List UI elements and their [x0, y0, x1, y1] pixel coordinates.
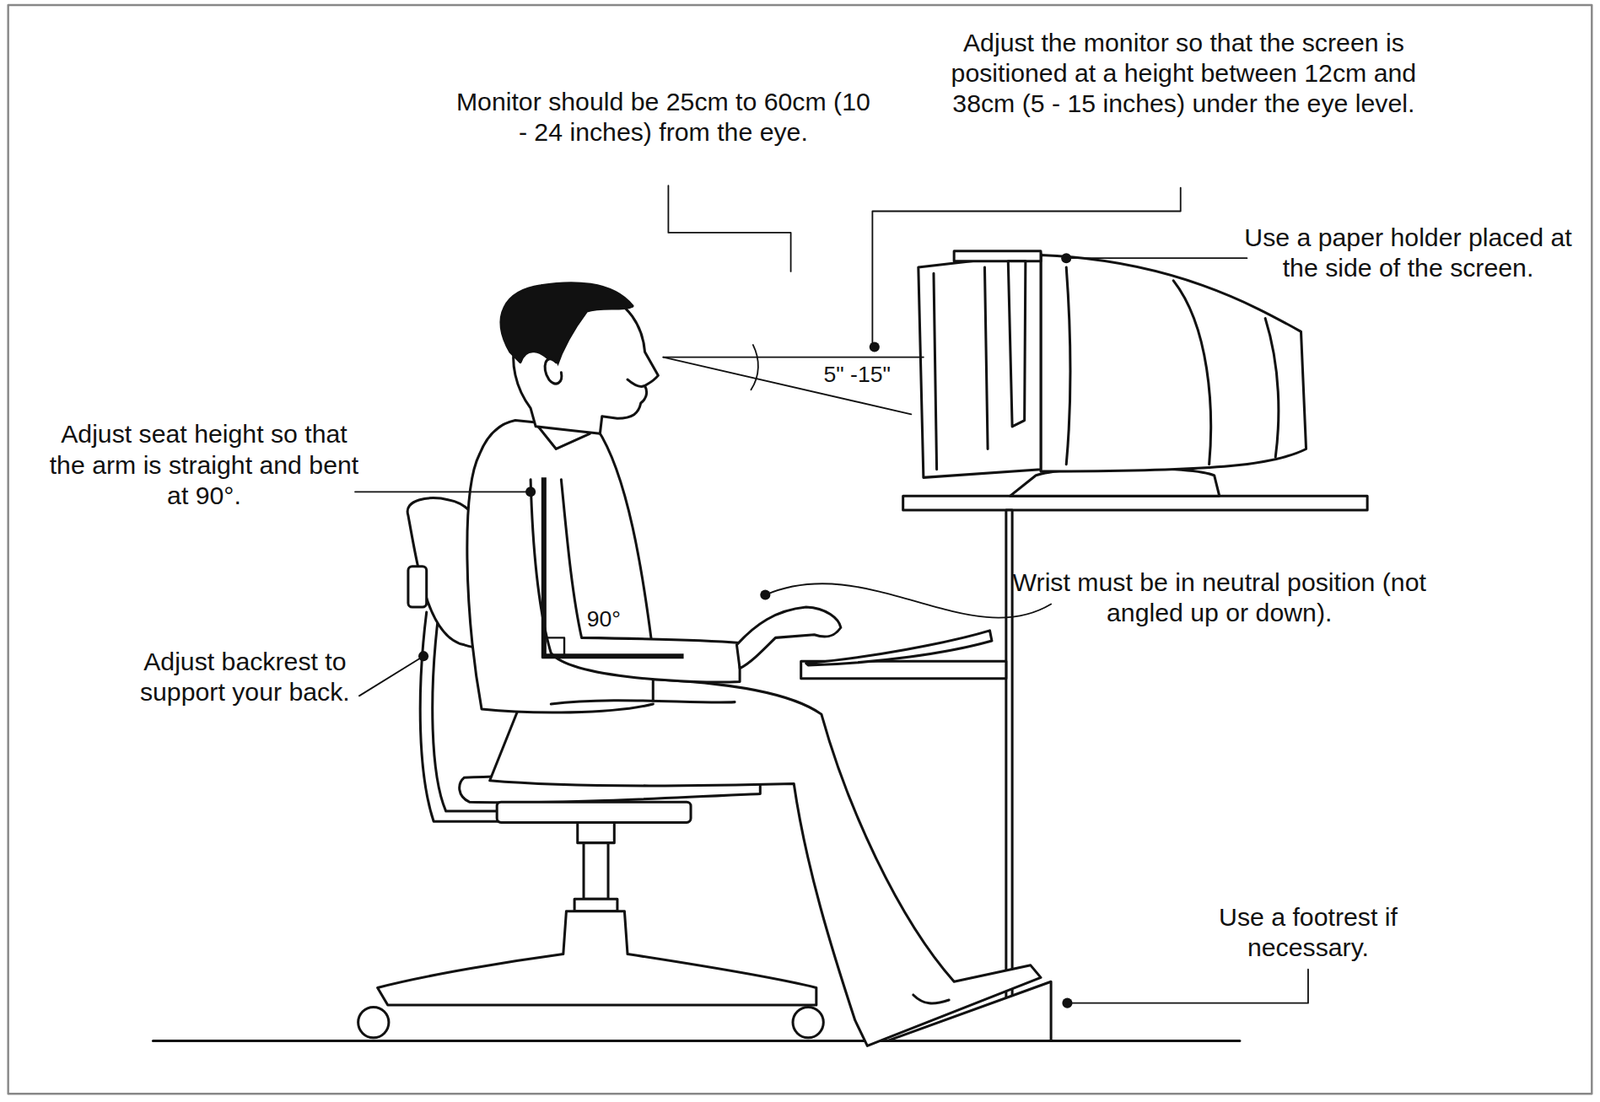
- callout-note: Adjust backrest to support your back.: [110, 646, 380, 708]
- floor-line: [152, 1039, 1240, 1043]
- callout-note: Use a paper holder placed at the side of…: [1236, 221, 1579, 284]
- crt-monitor: [918, 251, 1307, 496]
- sight-lines: [662, 344, 923, 415]
- frame: [8, 5, 1593, 1094]
- callout-note: Use a footrest if necessary.: [1183, 901, 1433, 964]
- leader-dots: [418, 253, 1073, 1009]
- angle-marker: [541, 477, 684, 658]
- angle-label: 5" -15": [797, 359, 916, 390]
- callout-note: Adjust seat height so that the arm is st…: [45, 418, 362, 511]
- angle-label: 90°: [587, 603, 659, 635]
- callout-note: Adjust the monitor so that the screen is…: [923, 26, 1444, 119]
- callout-note: Wrist must be in neutral position (not a…: [1012, 566, 1427, 629]
- callout-note: Monitor should be 25cm to 60cm (10 - 24 …: [448, 86, 878, 148]
- seated-person: [467, 283, 1041, 1047]
